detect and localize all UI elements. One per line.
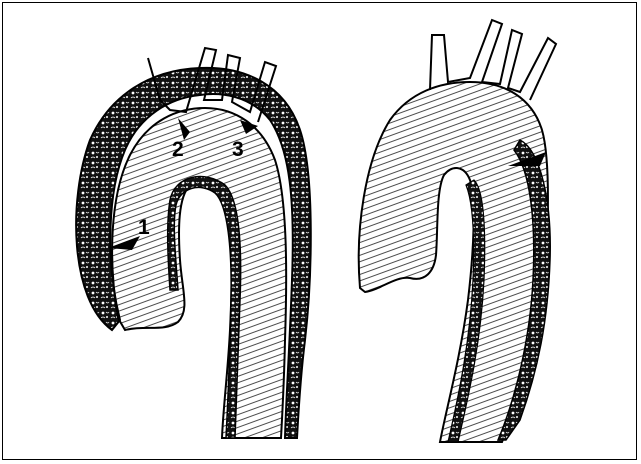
left-true-lumen — [112, 108, 286, 438]
right-aorta-drawing — [359, 20, 556, 442]
label-3: 3 — [232, 138, 244, 161]
label-2: 2 — [172, 138, 184, 161]
label-1: 1 — [138, 216, 150, 239]
left-aorta-drawing: 1 2 3 — [76, 48, 311, 438]
